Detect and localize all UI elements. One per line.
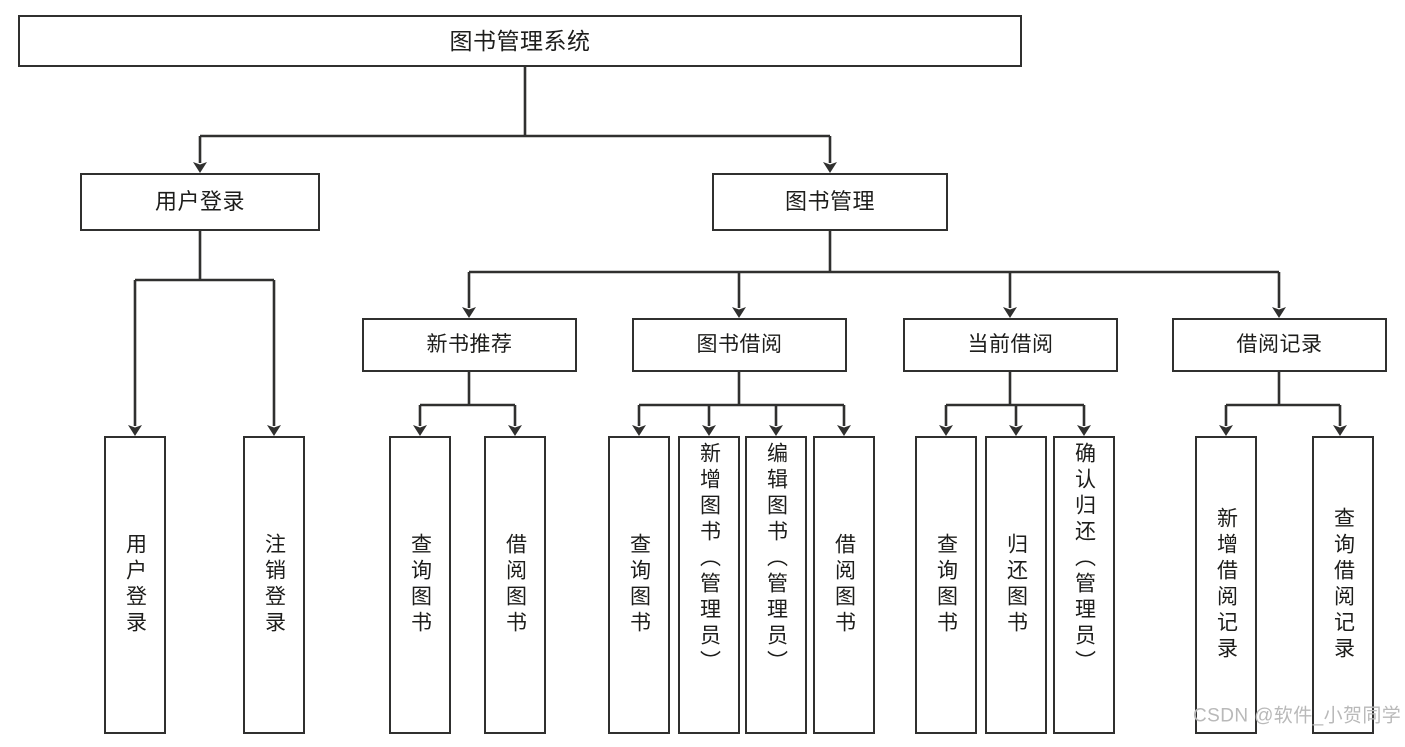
node-book-manage[interactable]: 图书管理 [712, 173, 948, 231]
node-leaf-borrow-book-2[interactable]: 借阅图书 [813, 436, 875, 734]
node-user-login-label: 用户登录 [154, 189, 245, 215]
node-leaf-add-record[interactable]: 新增借阅记录 [1195, 436, 1257, 734]
node-leaf-user-login[interactable]: 用户登录 [104, 436, 166, 734]
watermark: CSDN @软件_小贺同学 [1193, 705, 1402, 727]
node-new-book-rec-label: 新书推荐 [426, 332, 513, 356]
node-leaf-add-record-label: 新增借阅记录 [1214, 507, 1238, 663]
node-leaf-logout-label: 注销登录 [262, 533, 286, 637]
node-leaf-query-book-2[interactable]: 查询图书 [608, 436, 670, 734]
node-leaf-add-book-label: 新增图书（管理员） [697, 442, 721, 676]
node-leaf-confirm-return-label: 确认归还（管理员） [1072, 442, 1096, 676]
node-leaf-query-record[interactable]: 查询借阅记录 [1312, 436, 1374, 734]
node-leaf-user-login-label: 用户登录 [123, 533, 147, 637]
node-leaf-query-book-3-label: 查询图书 [934, 533, 958, 637]
node-current-borrow-label: 当前借阅 [967, 332, 1054, 356]
node-book-manage-label: 图书管理 [784, 189, 875, 215]
node-leaf-logout[interactable]: 注销登录 [243, 436, 305, 734]
node-leaf-borrow-book-2-label: 借阅图书 [832, 533, 856, 637]
node-leaf-return-book-label: 归还图书 [1004, 533, 1028, 637]
node-root[interactable]: 图书管理系统 [18, 15, 1022, 67]
node-root-label: 图书管理系统 [449, 27, 591, 54]
node-leaf-add-book[interactable]: 新增图书（管理员） [678, 436, 740, 734]
node-borrow-record-label: 借阅记录 [1236, 332, 1323, 356]
node-leaf-edit-book-label: 编辑图书（管理员） [764, 442, 788, 676]
node-leaf-confirm-return[interactable]: 确认归还（管理员） [1053, 436, 1115, 734]
node-book-borrow[interactable]: 图书借阅 [632, 318, 847, 372]
node-leaf-borrow-book-1-label: 借阅图书 [503, 533, 527, 637]
node-new-book-rec[interactable]: 新书推荐 [362, 318, 577, 372]
node-leaf-query-book-2-label: 查询图书 [627, 533, 651, 637]
node-leaf-borrow-book-1[interactable]: 借阅图书 [484, 436, 546, 734]
node-book-borrow-label: 图书借阅 [696, 332, 783, 356]
node-borrow-record[interactable]: 借阅记录 [1172, 318, 1387, 372]
node-current-borrow[interactable]: 当前借阅 [903, 318, 1118, 372]
node-leaf-query-record-label: 查询借阅记录 [1331, 507, 1355, 663]
node-leaf-return-book[interactable]: 归还图书 [985, 436, 1047, 734]
node-leaf-edit-book[interactable]: 编辑图书（管理员） [745, 436, 807, 734]
node-leaf-query-book-3[interactable]: 查询图书 [915, 436, 977, 734]
node-user-login[interactable]: 用户登录 [80, 173, 320, 231]
node-leaf-query-book-1[interactable]: 查询图书 [389, 436, 451, 734]
node-leaf-query-book-1-label: 查询图书 [408, 533, 432, 637]
